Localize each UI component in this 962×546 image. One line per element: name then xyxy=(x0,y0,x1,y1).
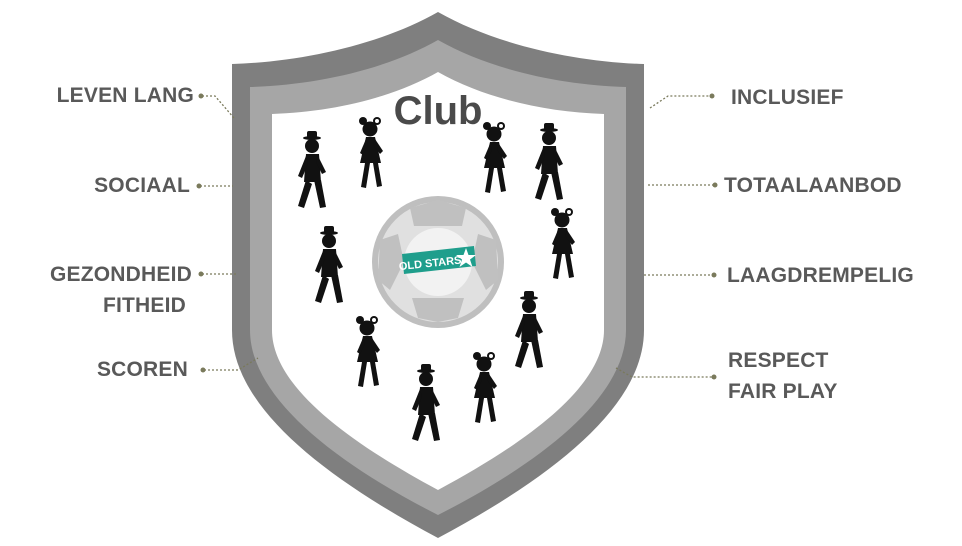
label-leven-lang: LEVEN LANG xyxy=(56,84,194,107)
label-inclusief: INCLUSIEF xyxy=(731,86,844,109)
connectors-right xyxy=(615,95,714,378)
label-laagdrempelig: LAAGDREMPELIG xyxy=(727,264,914,287)
connector-dots-left xyxy=(196,93,206,373)
club-badge: OLD STARS xyxy=(398,228,476,296)
label-fitheid: FITHEID xyxy=(102,294,186,317)
label-respect: RESPECT xyxy=(728,349,829,372)
shield-title: Club xyxy=(394,89,483,133)
label-gezondheid: GEZONDHEID xyxy=(49,263,192,286)
connector-dots-right xyxy=(709,93,718,380)
star-icon xyxy=(456,248,476,267)
label-fair-play: FAIR PLAY xyxy=(728,380,838,403)
label-sociaal: SOCIAAL xyxy=(94,174,190,197)
label-scoren: SCOREN xyxy=(96,358,188,381)
connectors-left xyxy=(200,95,259,371)
label-totaalaanbod: TOTAALAANBOD xyxy=(724,174,902,197)
